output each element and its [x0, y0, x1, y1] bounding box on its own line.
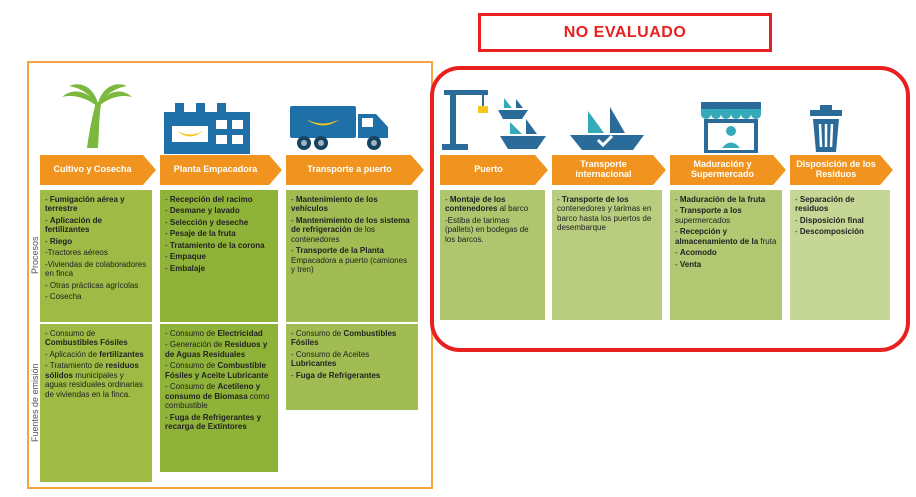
list-item: - Consumo de Electricidad — [165, 329, 263, 338]
list-item: - Consumo de Combustibles Fósiles — [45, 329, 128, 348]
list-item: - Otras prácticas agrícolas — [45, 280, 139, 290]
stage-title: Planta Empacadora — [173, 164, 258, 175]
list-item: - Separación de residuos — [795, 195, 855, 214]
procesos-box-disposicion: - Separación de residuos- Disposición fi… — [790, 190, 890, 320]
stage-arrow-cultivo-y-cosecha: Cultivo y Cosecha — [40, 155, 156, 185]
stage-arrow-transporte-a-puerto: Transporte a puerto — [286, 155, 424, 185]
procesos-box-maduracion-y-supermercado: - Maduración de la fruta - Transporte a l… — [670, 190, 782, 320]
list-item: -Tractores aéreos — [45, 248, 108, 258]
list-item: - Selección y deseche — [165, 217, 249, 227]
list-item: - Disposición final — [795, 215, 864, 225]
procesos-box-puerto: - Montaje de los contenedores al barco-E… — [440, 190, 545, 320]
list-item: - Generación de Residuos y de Aguas Resi… — [165, 340, 268, 359]
truck-icon — [288, 101, 392, 158]
fuentes-box-cultivo: - Consumo de Combustibles Fósiles- Aplic… — [40, 324, 152, 482]
stage-title: Transporte internacional — [575, 159, 632, 179]
list-item: - Aplicación de fertilizantes — [45, 349, 144, 359]
list-item: - Tratamiento de la corona — [165, 240, 265, 250]
list-item: - Recepción del racimo — [165, 195, 253, 204]
port-crane-icon — [438, 84, 550, 157]
procesos-box-transporte-a-puerto: - Mantenimiento de los vehículos- Manten… — [286, 190, 418, 322]
list-item: - Venta — [675, 259, 702, 269]
no-evaluado-banner: NO EVALUADO — [478, 13, 772, 52]
stage-arrow-maduracion-y-supermercado: Maduración y Supermercado — [670, 155, 786, 185]
list-item: - Fumigación aérea y terrestre — [45, 195, 125, 214]
list-item: - Maduración de la fruta — [675, 195, 766, 204]
list-item: - Cosecha — [45, 291, 82, 301]
no-evaluado-label: NO EVALUADO — [563, 23, 687, 41]
list-item: -Viviendas de colaboradores en finca — [45, 259, 147, 279]
stage-title: Disposición de los Residuos — [796, 159, 876, 179]
palm-tree-icon — [58, 80, 134, 157]
market-icon — [697, 100, 765, 158]
procesos-box-transporte-internacional: - Transporte de los contenedores y tarim… — [552, 190, 662, 320]
list-item: - Consumo de Combustibles Fósiles — [291, 329, 397, 348]
list-item: - Fuga de Refrigerantes — [291, 370, 381, 380]
list-item: - Consumo de Acetileno y consumo de Biom… — [165, 382, 270, 411]
list-item: - Desmane y lavado — [165, 206, 240, 216]
stage-arrow-puerto: Puerto — [440, 155, 548, 185]
list-item: - Aplicación de fertilizantes — [45, 215, 102, 235]
cargo-ship-icon — [566, 103, 648, 158]
list-item: - Transporte a los supermercados — [675, 206, 742, 225]
list-item: - Montaje de los contenedores al barco — [445, 195, 529, 214]
stage-title: Puerto — [474, 164, 503, 175]
stage-title: Cultivo y Cosecha — [53, 164, 132, 175]
list-item: - Fuga de Refrigerantes y recarga de Ext… — [165, 412, 262, 431]
stage-arrow-planta-empacadora: Planta Empacadora — [160, 155, 282, 185]
procesos-box-planta-empacadora: - Recepción del racimo - Desmane y lavado… — [160, 190, 278, 322]
list-item: - Acomodo — [675, 248, 717, 258]
stage-arrow-disposicion-de-los-residuos: Disposición de los Residuos — [790, 155, 893, 185]
list-item: - Embalaje — [165, 263, 206, 273]
stage-arrow-transporte-internacional: Transporte internacional — [552, 155, 666, 185]
list-item: -Estiba de tarimas (pallets) en bodegas … — [445, 215, 529, 244]
fuentes-box-transporte-a-puerto: - Consumo de Combustibles Fósiles- Consu… — [286, 324, 418, 410]
list-item: - Transporte de la Planta Empacadora a p… — [291, 246, 408, 275]
list-item: - Mantenimiento de los sistema de refrig… — [291, 215, 410, 244]
list-item: - Consumo de Combustible Fósiles y Aceit… — [165, 361, 269, 380]
procesos-box-cultivo: - Fumigación aérea y terrestre- Aplicaci… — [40, 190, 152, 322]
list-item: - Recepción y almacenamiento de la fruta — [675, 227, 777, 246]
list-item: - Empaque — [165, 252, 206, 262]
trash-bin-icon — [806, 104, 846, 158]
list-item: - Transporte de los contenedores y tarim… — [557, 195, 652, 233]
list-item: - Consumo de Aceites Lubricantes — [291, 349, 370, 369]
stage-title: Transporte a puerto — [307, 164, 392, 175]
fuentes-box-planta-empacadora: - Consumo de Electricidad - Generación de… — [160, 324, 278, 472]
list-item: - Mantenimiento de los vehículos — [291, 195, 378, 214]
factory-icon — [160, 96, 254, 159]
list-item: - Descomposición — [795, 227, 864, 237]
list-item: - Pesaje de la fruta — [165, 229, 236, 239]
stage-title: Maduración y Supermercado — [690, 159, 755, 179]
list-item: - Riego — [45, 236, 73, 246]
list-item: - Tratamiento de residuos sólidos munici… — [45, 361, 143, 399]
not-evaluated-section-outline — [430, 66, 910, 352]
